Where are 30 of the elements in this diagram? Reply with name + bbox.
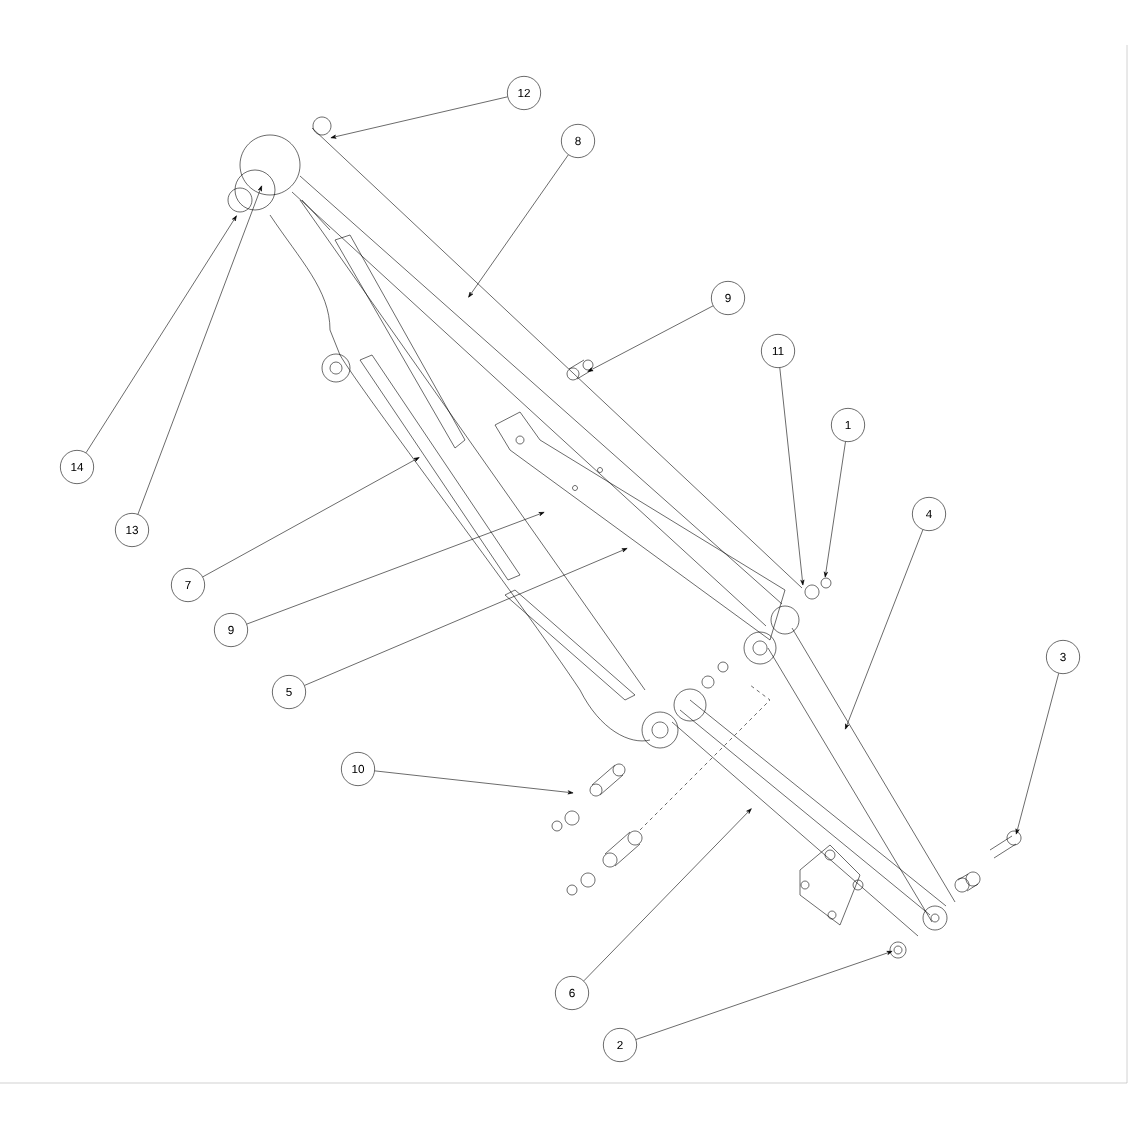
leader-line xyxy=(845,529,924,730)
callout-number: 6 xyxy=(555,976,589,1010)
leader-line xyxy=(468,154,569,298)
callout-number: 14 xyxy=(60,450,94,484)
callout-number: 9 xyxy=(214,613,248,647)
leader-line xyxy=(246,512,545,625)
leader-line xyxy=(823,441,846,578)
leader-line xyxy=(587,305,714,372)
leader-line xyxy=(85,215,237,453)
leader-line xyxy=(137,185,262,515)
leader-line xyxy=(374,770,574,795)
callout-number: 2 xyxy=(603,1028,637,1062)
callout-number: 10 xyxy=(341,752,375,786)
callout-number: 9 xyxy=(711,281,745,315)
callout-number: 4 xyxy=(912,497,946,531)
leader-line xyxy=(635,951,893,1040)
leader-line xyxy=(1015,673,1059,835)
callout-number: 12 xyxy=(507,76,541,110)
callout-number: 7 xyxy=(171,568,205,602)
callout-number: 8 xyxy=(561,124,595,158)
leader-line xyxy=(304,548,628,686)
leader-line xyxy=(330,96,508,139)
leader-line xyxy=(583,808,752,982)
leader-line xyxy=(202,457,420,578)
callout-number: 5 xyxy=(272,675,306,709)
leader-line xyxy=(779,367,805,586)
callout-number: 11 xyxy=(761,334,795,368)
callout-number: 3 xyxy=(1046,640,1080,674)
callout-number: 1 xyxy=(831,408,865,442)
callout-number: 13 xyxy=(115,513,149,547)
